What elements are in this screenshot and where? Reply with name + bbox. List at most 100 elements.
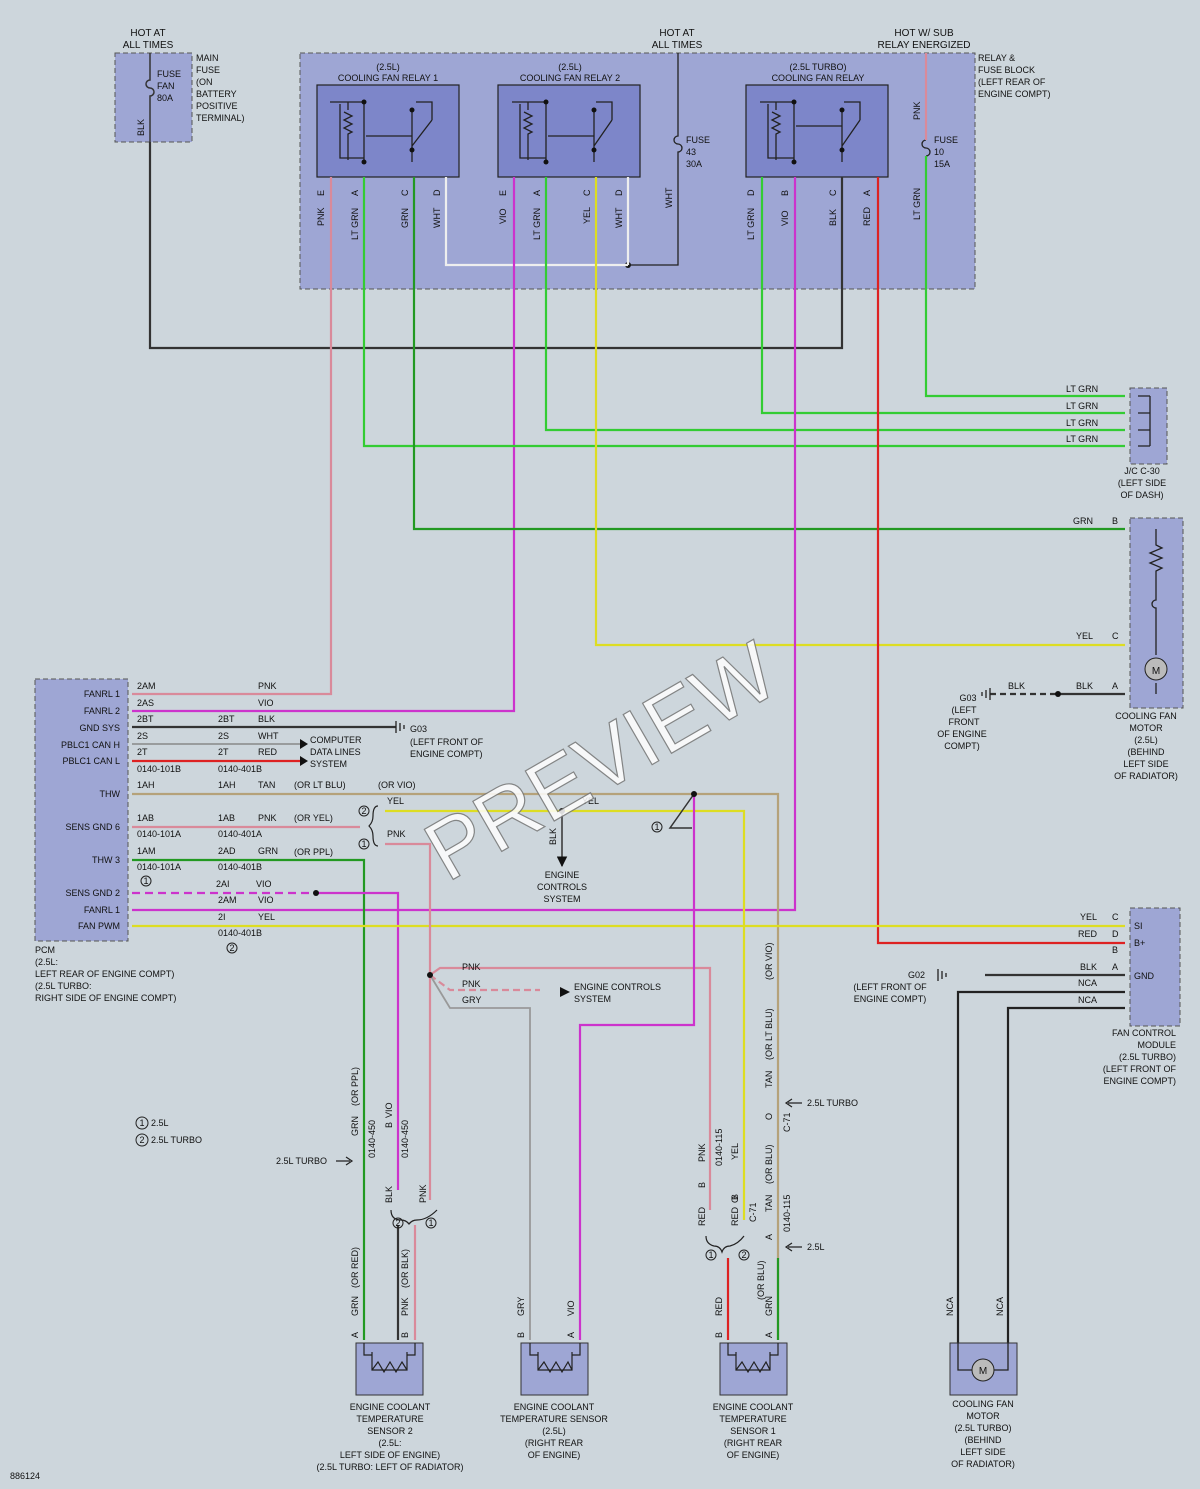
comp-data-2: SYSTEM bbox=[310, 759, 347, 769]
s2-marker-2 bbox=[392, 1217, 404, 1229]
s2-v6: BLK bbox=[384, 1186, 394, 1203]
fan-motor-m: M bbox=[1152, 666, 1160, 677]
s2-l4: PNK bbox=[400, 1297, 410, 1316]
g03-fan-3: OF ENGINE bbox=[937, 729, 987, 739]
s2-desc-4: LEFT SIDE OF ENGINE) bbox=[340, 1450, 440, 1460]
row2-c2: 2BT bbox=[218, 714, 235, 724]
s2-v1: (OR PPL) bbox=[350, 1067, 360, 1106]
r3-wire-vio: VIO bbox=[780, 210, 790, 226]
s1-v10: B bbox=[730, 1194, 740, 1200]
wire-yel-mid bbox=[385, 809, 746, 1220]
row5-c1: 0140-101B bbox=[137, 764, 181, 774]
fmt-wire-0: NCA bbox=[945, 1297, 955, 1316]
pcm-pin-3: PBLC1 CAN H bbox=[61, 740, 120, 750]
row10-c2: 0140-401B bbox=[218, 862, 262, 872]
s2-desc-0: ENGINE COOLANT bbox=[350, 1402, 431, 1412]
s2-thermistor bbox=[363, 1343, 416, 1374]
fuse43-label-2: 30A bbox=[686, 159, 702, 169]
legend-marker-1 bbox=[135, 1116, 149, 1130]
fuse-10-symbol bbox=[921, 139, 931, 157]
s1-desc-3: (RIGHT REAR bbox=[724, 1438, 783, 1448]
g02-1: (LEFT FRONT OF bbox=[853, 982, 927, 992]
pcm-desc-4: RIGHT SIDE OF ENGINE COMPT) bbox=[35, 993, 176, 1003]
fmt-desc-2: (2.5L TURBO) bbox=[954, 1423, 1011, 1433]
s2-l1: GRN bbox=[350, 1296, 360, 1316]
r1-wire-ltgrn: LT GRN bbox=[350, 208, 360, 240]
fuse43-label-0: FUSE bbox=[686, 135, 710, 145]
row9-c2: 2AD bbox=[218, 846, 236, 856]
row4-c1: 2T bbox=[137, 747, 148, 757]
s2-desc-2: SENSOR 2 bbox=[367, 1426, 413, 1436]
fcm-desc-1: MODULE bbox=[1137, 1040, 1176, 1050]
ecs1-0: ENGINE bbox=[545, 870, 580, 880]
fcm-desc-2: (2.5L TURBO) bbox=[1119, 1052, 1176, 1062]
switch-marker-1-text: 1 bbox=[654, 822, 659, 832]
smid-vio: VIO bbox=[566, 1300, 576, 1316]
fmt-wire-1: NCA bbox=[995, 1297, 1005, 1316]
pcm-desc-0: PCM bbox=[35, 945, 55, 955]
row13-c3: YEL bbox=[258, 912, 275, 922]
junction-connector-c30: LT GRN LT GRN LT GRN LT GRN J/C C-30 (LE… bbox=[1066, 384, 1168, 500]
pcm-pin-4: PBLC1 CAN L bbox=[62, 756, 120, 766]
smid-desc-1: TEMPERATURE SENSOR bbox=[500, 1414, 608, 1424]
wire-tan-thw bbox=[132, 792, 780, 1340]
s2-desc-5: (2.5L TURBO: LEFT OF RADIATOR) bbox=[316, 1462, 463, 1472]
pcm-pin-2: GND SYS bbox=[79, 723, 120, 733]
s1-desc-2: SENSOR 1 bbox=[730, 1426, 776, 1436]
r2-pin-a: A bbox=[532, 190, 542, 196]
main-fuse-desc-0: MAIN bbox=[196, 53, 219, 63]
relay3-title-a: (2.5L TURBO) bbox=[789, 62, 846, 72]
mid-blk-vert: BLK bbox=[548, 828, 558, 845]
smid-b: B bbox=[516, 1332, 526, 1338]
r3-pin-a: A bbox=[862, 190, 872, 196]
mid-marker-1 bbox=[358, 838, 370, 850]
fcm-wire-nca2: NCA bbox=[1078, 995, 1097, 1005]
row8-c2: 0140-401A bbox=[218, 829, 262, 839]
pcm-marker-1-text: 1 bbox=[143, 876, 148, 886]
row6-c1: 1AH bbox=[137, 780, 155, 790]
mid-pnk-c: PNK bbox=[462, 979, 481, 989]
legend-text-1: 2.5L bbox=[151, 1118, 169, 1128]
switch-marker-1 bbox=[651, 821, 663, 833]
r1-pin-d: D bbox=[432, 189, 442, 196]
main-fuse-wire-label: BLK bbox=[136, 119, 146, 136]
g02-0: G02 bbox=[908, 970, 925, 980]
row13-c2: 2I bbox=[218, 912, 226, 922]
r2-wire-vio: VIO bbox=[498, 208, 508, 224]
fan-control-module: SI B+ GND YEL C RED D B BLK A NCA NCA G0… bbox=[853, 907, 1181, 1086]
pcm-pin-6: SENS GND 6 bbox=[65, 822, 120, 832]
fcm-wire-blk: BLK bbox=[1080, 962, 1097, 972]
row6-c4: (OR LT BLU) bbox=[294, 780, 346, 790]
row9-c4: (OR PPL) bbox=[294, 847, 333, 857]
main-fuse-desc-4: POSITIVE bbox=[196, 101, 238, 111]
pcm-pin-9: FANRL 1 bbox=[84, 905, 120, 915]
jc-wire-3: LT GRN bbox=[1066, 434, 1098, 444]
row3-c3: WHT bbox=[258, 731, 279, 741]
r1-pin-c: C bbox=[400, 189, 410, 196]
fan25-desc-1: MOTOR bbox=[1129, 723, 1163, 733]
ground-g02 bbox=[937, 969, 947, 981]
fan-pin-c: C bbox=[1112, 631, 1119, 641]
mid-gry: GRY bbox=[462, 995, 481, 1005]
row1-c1: 2AS bbox=[137, 698, 154, 708]
g03-pcm-1: (LEFT FRONT OF bbox=[410, 737, 484, 747]
s1-v4: (OR LT BLU) bbox=[764, 1008, 774, 1060]
wire-pnk-fanrl1 bbox=[132, 177, 333, 696]
relay2-title-b: COOLING FAN RELAY 2 bbox=[520, 73, 620, 83]
row9-c3: GRN bbox=[258, 846, 278, 856]
ect-sensor-2: 2.5L TURBO GRN (OR PPL) 0140-450 B VIO 0… bbox=[276, 1067, 464, 1472]
relay3-title-b: COOLING FAN RELAY bbox=[772, 73, 865, 83]
ground-g03-fan: G03 (LEFT FRONT OF ENGINE COMPT) bbox=[937, 688, 991, 751]
relay-block-desc-3: ENGINE COMPT) bbox=[978, 89, 1051, 99]
pcm-pin-0: FANRL 1 bbox=[84, 689, 120, 699]
legend-marker-2-text: 2 bbox=[139, 1135, 144, 1145]
ecs1-2: SYSTEM bbox=[543, 894, 580, 904]
relay-block-desc-1: FUSE BLOCK bbox=[978, 65, 1035, 75]
row11-c2: 2AI bbox=[216, 879, 230, 889]
r2-wire-yel: YEL bbox=[582, 207, 592, 224]
pcm-marker-1 bbox=[140, 875, 152, 887]
s1-v17: A bbox=[764, 1234, 774, 1240]
fcm-wire-yel: YEL bbox=[1080, 912, 1097, 922]
wire-pnk-mid bbox=[385, 842, 432, 1200]
wire-wht-bus bbox=[444, 177, 630, 267]
